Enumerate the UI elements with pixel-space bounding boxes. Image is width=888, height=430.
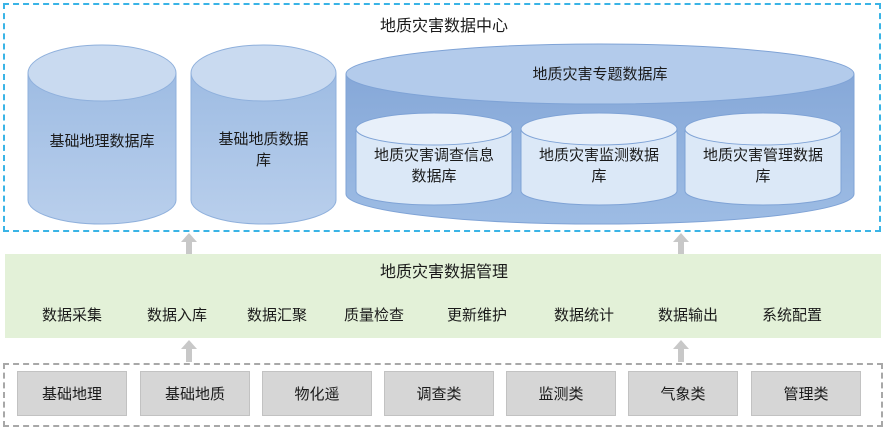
source-monitoring[interactable]: 监测类 <box>506 371 616 416</box>
source-management[interactable]: 管理类 <box>751 371 861 416</box>
up-arrow-icon <box>673 233 689 255</box>
source-meteorology[interactable]: 气象类 <box>628 371 738 416</box>
data-management-title: 地质灾害数据管理 <box>379 262 508 281</box>
function-data-import[interactable]: 数据入库 <box>146 306 207 324</box>
data-management-band <box>5 254 881 338</box>
data-center-title: 地质灾害数据中心 <box>379 16 508 35</box>
management-db-label: 地质灾害管理数据 库 <box>702 146 823 185</box>
basic-geography-db-label: 基础地理数据库 <box>49 132 155 150</box>
function-system-config[interactable]: 系统配置 <box>761 306 822 324</box>
investigation-info-db[interactable]: 地质灾害调查信息 数据库 <box>355 112 513 206</box>
monitoring-db[interactable]: 地质灾害监测数据 库 <box>520 112 678 206</box>
investigation-info-db-label: 地质灾害调查信息 数据库 <box>373 146 494 185</box>
thematic-db-title: 地质灾害专题数据库 <box>532 65 668 83</box>
source-basic-geography[interactable]: 基础地理 <box>17 371 127 416</box>
up-arrow-icon <box>673 340 689 362</box>
basic-geology-db-label: 基础地质数据 库 <box>218 130 309 169</box>
management-db[interactable]: 地质灾害管理数据 库 <box>684 112 842 206</box>
data-center-frame <box>3 3 881 232</box>
function-data-collection[interactable]: 数据采集 <box>41 306 102 324</box>
up-arrow-icon <box>181 233 197 255</box>
monitoring-db-label: 地质灾害监测数据 库 <box>538 146 659 185</box>
basic-geology-db[interactable]: 基础地质数据 库 <box>190 44 337 226</box>
source-investigation[interactable]: 调查类 <box>384 371 494 416</box>
basic-geography-db[interactable]: 基础地理数据库 <box>27 44 177 226</box>
function-data-statistics[interactable]: 数据统计 <box>553 306 614 324</box>
source-basic-geology[interactable]: 基础地质 <box>140 371 250 416</box>
function-update-maintenance[interactable]: 更新维护 <box>446 306 507 324</box>
up-arrow-icon <box>181 340 197 362</box>
function-quality-check[interactable]: 质量检查 <box>343 306 404 324</box>
data-source-frame <box>3 363 883 427</box>
function-data-output[interactable]: 数据输出 <box>657 306 718 324</box>
function-data-aggregation[interactable]: 数据汇聚 <box>246 306 307 324</box>
source-geophysical-chemical-rs[interactable]: 物化遥 <box>262 371 372 416</box>
